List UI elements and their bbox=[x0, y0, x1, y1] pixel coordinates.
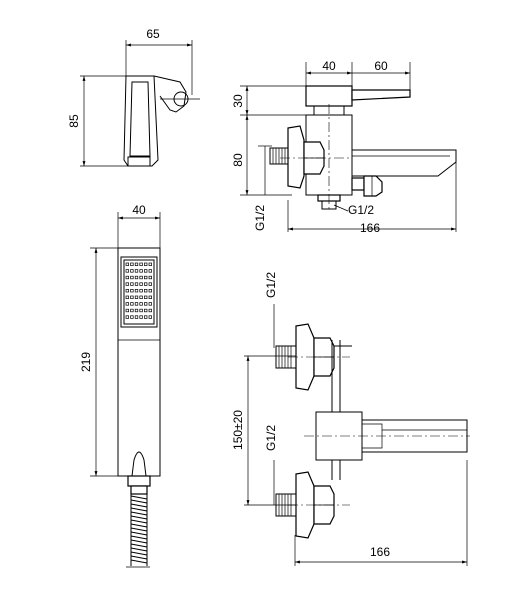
nozzle bbox=[134, 302, 139, 306]
center-distance-label: 150±20 bbox=[231, 410, 245, 450]
nozzle bbox=[148, 275, 152, 280]
holder-body bbox=[123, 75, 159, 167]
nozzle bbox=[134, 269, 139, 273]
nozzle bbox=[134, 308, 139, 313]
mixer-top-view: 40 60 30 80 G1/2 166 G1/2 bbox=[231, 59, 457, 235]
wall-holder-view: 65 85 bbox=[67, 27, 200, 167]
hose-segment bbox=[130, 511, 148, 516]
nozzle bbox=[148, 269, 152, 273]
nozzle bbox=[139, 282, 143, 286]
hose-segment bbox=[130, 519, 148, 524]
nozzle bbox=[148, 262, 152, 266]
nozzle bbox=[148, 315, 152, 319]
nozzle bbox=[125, 315, 129, 319]
nozzle bbox=[130, 275, 134, 280]
nozzle bbox=[148, 308, 152, 313]
hose-segment bbox=[130, 551, 148, 556]
top-width-label: 166 bbox=[360, 221, 380, 235]
hose-segment bbox=[130, 539, 148, 544]
spout bbox=[351, 149, 457, 177]
nozzle bbox=[139, 262, 143, 266]
nozzle bbox=[125, 275, 129, 280]
nozzle bbox=[139, 308, 143, 313]
hose-segment bbox=[130, 515, 148, 520]
mixer-front-view: G1/2 G1/2 150±20 166 bbox=[231, 272, 470, 566]
top-dim-c-label: 30 bbox=[231, 94, 245, 108]
nozzle bbox=[139, 302, 143, 306]
hose-segment bbox=[130, 559, 148, 564]
nozzle bbox=[139, 289, 143, 293]
nozzle bbox=[130, 302, 134, 306]
nozzle bbox=[134, 289, 139, 293]
spray-nozzles bbox=[125, 262, 152, 319]
nozzle bbox=[130, 295, 134, 299]
nozzle bbox=[125, 295, 129, 299]
nozzle bbox=[125, 282, 129, 286]
nozzle bbox=[130, 282, 134, 286]
nozzle bbox=[125, 262, 129, 266]
nozzle bbox=[148, 295, 152, 299]
nozzle bbox=[139, 315, 143, 319]
top-dim-b-label: 60 bbox=[374, 59, 388, 73]
nozzle bbox=[144, 302, 148, 306]
front-thread-top-label: G1/2 bbox=[264, 272, 278, 298]
top-dim-d-label: 80 bbox=[231, 153, 245, 167]
nozzle bbox=[130, 315, 134, 319]
nozzle bbox=[144, 282, 148, 286]
hose-segment bbox=[130, 499, 148, 504]
nozzle bbox=[144, 295, 148, 299]
nozzle bbox=[148, 289, 152, 293]
top-thread-left-label: G1/2 bbox=[253, 205, 267, 231]
front-thread-bottom-label: G1/2 bbox=[264, 425, 278, 451]
nozzle bbox=[134, 315, 139, 319]
nozzle bbox=[125, 302, 129, 306]
nozzle bbox=[148, 302, 152, 306]
nozzle bbox=[139, 295, 143, 299]
handset-length-label: 219 bbox=[79, 352, 93, 372]
top-dim-a-label: 40 bbox=[322, 59, 336, 73]
hose-segment bbox=[130, 523, 148, 528]
hose-segment bbox=[130, 503, 148, 508]
hand-shower-body bbox=[117, 247, 161, 477]
handset-width-label: 40 bbox=[132, 203, 146, 217]
hose-segment bbox=[130, 547, 148, 552]
nozzle bbox=[130, 262, 134, 266]
nozzle bbox=[144, 308, 148, 313]
nozzle bbox=[144, 269, 148, 273]
nozzle bbox=[134, 282, 139, 286]
hose-segment bbox=[130, 507, 148, 512]
front-width-label: 166 bbox=[370, 545, 390, 559]
nozzle bbox=[148, 282, 152, 286]
nozzle bbox=[125, 269, 129, 273]
nozzle bbox=[134, 295, 139, 299]
holder-height-label: 85 bbox=[67, 114, 81, 128]
hose-segment bbox=[130, 495, 148, 500]
nozzle bbox=[130, 269, 134, 273]
nozzle bbox=[139, 269, 143, 273]
hose-segment bbox=[130, 535, 148, 540]
hose-segment bbox=[130, 555, 148, 560]
hand-shower-view: 40 219 bbox=[79, 203, 161, 568]
nozzle bbox=[130, 308, 134, 313]
nozzle bbox=[144, 315, 148, 319]
hose-segment bbox=[130, 527, 148, 532]
hose-segment bbox=[130, 531, 148, 536]
hose-segment bbox=[130, 543, 148, 548]
nozzle bbox=[144, 275, 148, 280]
nozzle bbox=[139, 275, 143, 280]
nozzle bbox=[144, 289, 148, 293]
nozzle bbox=[125, 289, 129, 293]
holder-width-label: 65 bbox=[146, 27, 160, 41]
shower-hose bbox=[130, 494, 148, 566]
top-thread-bottom-label: G1/2 bbox=[348, 203, 374, 217]
nozzle bbox=[130, 289, 134, 293]
nozzle bbox=[125, 308, 129, 313]
nozzle bbox=[134, 262, 139, 266]
nozzle bbox=[144, 262, 148, 266]
lever-handle bbox=[305, 85, 353, 107]
nozzle bbox=[134, 275, 139, 280]
